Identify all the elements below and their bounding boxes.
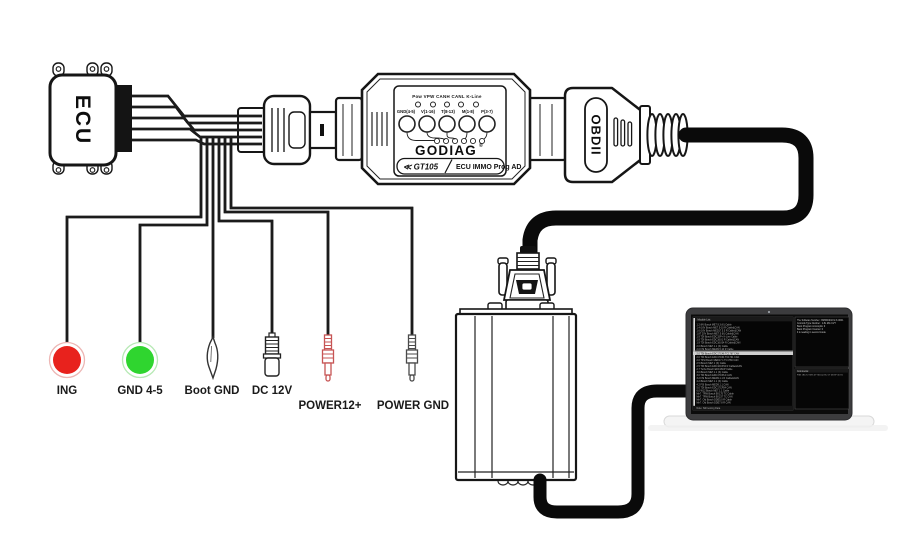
screen-text-row: Controls Type Number : 1.8L MG CVT xyxy=(797,322,836,325)
test-plug-power-gnd: POWER GND xyxy=(377,334,449,412)
ing-label: ING xyxy=(57,385,78,397)
strain-relief xyxy=(646,113,689,157)
laptop: Module List 1.2i 8V Bosch ME7.9.3 (K) Ca… xyxy=(648,307,888,431)
screen-text-row: 3.0i Bosch ME7.1.1 (K) Cable xyxy=(697,371,729,374)
power12-banana-icon xyxy=(323,334,333,351)
ecu-connector-block xyxy=(116,85,132,152)
boot-gnd-label: Boot GND xyxy=(185,385,240,397)
db-connector xyxy=(497,246,557,313)
screen-text-row: 1.6i 16V Bosch MED17.5.5 R Cable&CAN xyxy=(697,330,742,333)
screen-text-row: 1.2i 8V Bosch ME7.9.3 (K) Cable xyxy=(697,323,733,326)
godiag-brand-logo: GODIAG xyxy=(415,143,477,158)
comments-header: Comments: xyxy=(797,370,809,373)
status-leds xyxy=(415,101,479,108)
test-plug-boot-gnd: Boot GND xyxy=(185,335,240,397)
screen-text-row: Me7. TRW Bosch EK175 TC Cable xyxy=(697,392,735,395)
gnd-plug-icon xyxy=(126,346,154,374)
godiag-adapter: Pow VPW CANH CANL K-Line GND(4-5) V(1-16… xyxy=(334,72,568,186)
box-to-laptop-cable xyxy=(533,384,699,519)
screen-text-row: 1.9 TDI Bosch EDC16U1 R Cable&CAN xyxy=(697,339,740,342)
webcam-icon xyxy=(767,310,771,314)
screen-text-row: Me7. Old Bosch DDE7.8 R CAN xyxy=(697,402,731,405)
model-strip: ≪ GT105 ECU IMMO Prog AD xyxy=(396,157,521,175)
comments-line: F0B 1BCY2 XE5 4TY61UQ 8C 5Y 0B 5F 00 81 xyxy=(797,375,844,377)
software-model-list-panel[interactable]: Module List 1.2i 8V Bosch ME7.9.3 (K) Ca… xyxy=(692,316,794,411)
screen-text-row: 4.2 FSI Bosch MED9.1.1 CAN xyxy=(697,383,729,386)
powergnd-banana-icon xyxy=(407,334,417,351)
port-labels: GND(4-5) V(1-16) T(8-13) M(1-8) P(3-7) xyxy=(397,109,493,114)
model-name: ECU IMMO Prog AD xyxy=(456,164,521,171)
screen-text-row: Bank Program Counter: 0 xyxy=(797,328,824,331)
screen-text-row: 2.5 TDI Bosch EDC16CP34 R Cable&CAN xyxy=(697,365,743,368)
screen-text-row: 2.7 Turbo Bosch EDC16CP Cable xyxy=(697,368,734,371)
screen-text-row: 2.5i Bosch ME7.1 (K) Cable xyxy=(697,362,727,365)
port-label-m: M(1-8) xyxy=(462,109,475,114)
dc12v-label: DC 12V xyxy=(252,385,293,397)
comments-panel: Comments: F0B 1BCY2 XE5 4TY61UQ 8C 5Y 0B… xyxy=(794,368,850,410)
boot-clip-icon xyxy=(206,335,219,381)
screen-text-row: 2.0 TFSI Bosch MED17.1 TC1766 CAN xyxy=(697,359,739,362)
obd-to-box-cable xyxy=(522,127,814,260)
obdii-connector: OBDII xyxy=(563,86,689,184)
programmer-box xyxy=(454,302,578,486)
power-gnd-label: POWER GND xyxy=(377,400,449,412)
test-plug-gnd: GND 4-5 xyxy=(117,341,163,397)
port-label-v: V(1-16) xyxy=(421,109,436,114)
obdii-label: OBDII xyxy=(589,114,604,155)
power12-label: POWER12+ xyxy=(299,400,362,412)
port-label-t: T(8-13) xyxy=(441,109,455,114)
screen-text-row: Bank Program Accomplis: 0 xyxy=(797,325,826,328)
info-lines: The Software Number : BMW0401CV-X-0001Co… xyxy=(797,319,844,334)
ecu-label: ECU xyxy=(71,95,94,145)
screen-text-row: 2.0 FSI Bosch MED9.5.10 R Cable xyxy=(697,348,735,351)
obd-male-plug xyxy=(262,94,338,166)
selected-row-text: 2.0 TDI Bosch EDC17C46 TC1767 CAN xyxy=(697,352,740,355)
model-number: ≪ GT105 xyxy=(403,163,439,172)
selected-row[interactable] xyxy=(693,351,793,355)
adapter-right-neck xyxy=(526,96,568,162)
port-label-gnd: GND(4-5) xyxy=(397,109,416,114)
adapter-left-neck xyxy=(334,96,364,162)
software-info-panel: The Software Number : BMW0401CV-X-0001Co… xyxy=(794,316,850,368)
test-plug-power12: POWER12+ xyxy=(299,334,362,412)
led-row-label: Pow VPW CANH CANL K-Line xyxy=(412,94,482,99)
screen-text-row: 1.9 TDI Bosch EDC15P+ K-Line Cable xyxy=(697,336,739,339)
screen-text-row: 3.0 TDI Bosch EDC17CP14 CAN xyxy=(697,374,732,377)
test-plug-dc12v: DC 12V xyxy=(252,332,293,397)
laptop-shadow xyxy=(648,425,888,431)
status-bar-text: Note: Still testing Data xyxy=(697,407,721,410)
registered-mark: ® xyxy=(479,142,483,149)
screen-text-row: The Software Number : BMW0401CV-X-0001 xyxy=(797,319,844,322)
test-plug-ing: ING xyxy=(48,341,86,397)
screen-text-row: It is reading in second mode xyxy=(797,331,826,334)
screen-text-row: 5.0 TDI Bosch EDC17CP54 CAN xyxy=(697,386,732,389)
ecu-harness-wires xyxy=(130,94,267,153)
screen-text-row: 4.2i Bosch ME7.1.1 (K) Cable xyxy=(697,380,729,383)
screen-text-row: 1.4i 16V Bosch ME7.5-10 R Cable&CAN xyxy=(697,326,740,329)
screen-text-row: 2.0i Bosch ME7.1.1 (K) Cable xyxy=(697,345,729,348)
screen-text-row: Me7. Old Bosch DDE5.0 R Cable xyxy=(697,399,733,402)
port-label-p: P(3-7) xyxy=(481,109,493,114)
screen-text-row: Me7. TRW Bosch EK237 TC CAN xyxy=(697,395,733,398)
screen-text-row: 1.9 TDI Bosch EDC16U34 R Cable&CAN xyxy=(697,342,741,345)
port-traces xyxy=(406,131,488,145)
gnd-label: GND 4-5 xyxy=(117,385,163,397)
breakout-wires xyxy=(65,136,414,346)
ecu-box: ECU xyxy=(48,62,132,175)
screen-text-row: 1.8T 20V Bosch ME7.5 (K) Cable&CAN xyxy=(697,333,739,336)
screen-text-row: 6.0 W12 Bosch ME7.1.1 Cable xyxy=(697,389,730,392)
ing-plug-icon xyxy=(53,346,81,374)
screen-text-row: 2.0 TDI Bosch EDC17C64 TC1791 CAN xyxy=(697,356,740,359)
screen-text-row: 3.2 FSI Bosch MED9.1.1 R Cable&CAN xyxy=(697,377,740,380)
scrollbar[interactable] xyxy=(693,318,695,408)
list-title: Module List xyxy=(698,319,711,322)
